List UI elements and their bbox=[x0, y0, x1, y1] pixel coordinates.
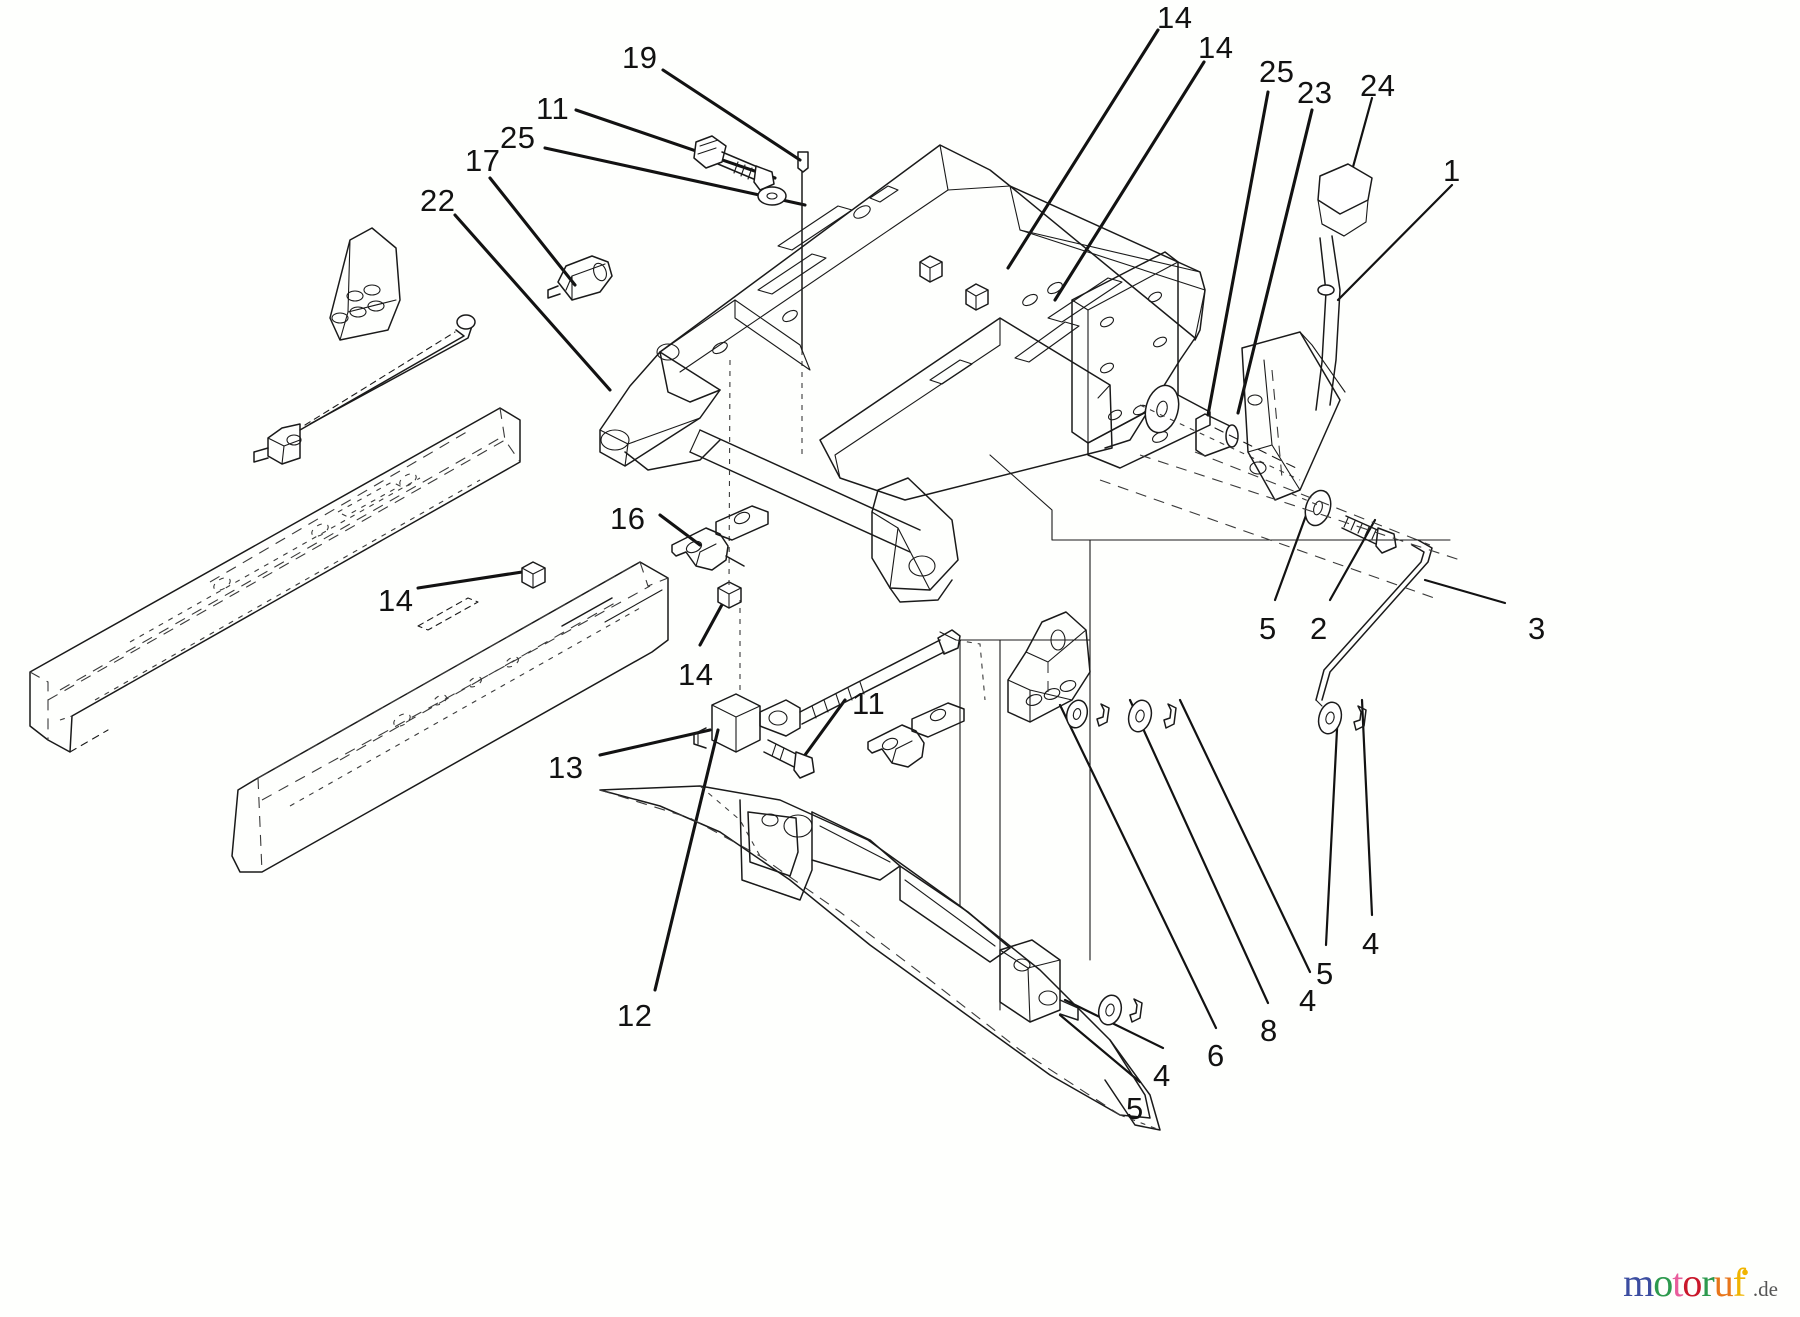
watermark-tld: .de bbox=[1752, 1277, 1778, 1301]
watermark-letter-o2: o bbox=[1682, 1260, 1702, 1305]
callout-23: 23 bbox=[1297, 75, 1333, 110]
spring-item-17 bbox=[547, 255, 613, 301]
shift-lever-assembly bbox=[1241, 163, 1373, 501]
upper-frame-rail bbox=[659, 144, 1206, 449]
callout-19: 19 bbox=[622, 40, 658, 75]
watermark-letter-r: r bbox=[1701, 1260, 1714, 1305]
callout-17: 17 bbox=[465, 143, 501, 178]
watermark-letter-f: f bbox=[1732, 1260, 1746, 1305]
callout-13: 13 bbox=[548, 750, 584, 785]
rod-end-item-13 bbox=[693, 600, 986, 779]
callout-16: 16 bbox=[610, 501, 646, 536]
left-frame-channel-upper bbox=[29, 407, 521, 753]
washer-clip-group-right bbox=[1065, 699, 1367, 1026]
cable-clamp-item-16 bbox=[671, 505, 769, 571]
callout-14: 14 bbox=[1157, 0, 1193, 35]
callout-8: 8 bbox=[1260, 1013, 1278, 1048]
reference-outlines bbox=[659, 299, 1461, 1011]
callout-5: 5 bbox=[1259, 611, 1277, 646]
callout-25: 25 bbox=[500, 120, 536, 155]
callout-4: 4 bbox=[1299, 983, 1317, 1018]
center-pivot-weldment bbox=[599, 343, 959, 603]
callout-1: 1 bbox=[1443, 153, 1461, 188]
callout-3: 3 bbox=[1528, 611, 1546, 646]
watermark-dot-icon: ● bbox=[1741, 1264, 1749, 1279]
callout-12: 12 bbox=[617, 998, 653, 1033]
bolt-and-washer-top bbox=[693, 135, 809, 460]
callout-14: 14 bbox=[678, 657, 714, 692]
hex-nuts-item-14 bbox=[521, 255, 989, 609]
motoruf-watermark: motoruf●.de bbox=[1623, 1263, 1778, 1303]
rail-lower-flange bbox=[819, 317, 1113, 501]
left-frame-channel-lower bbox=[231, 561, 669, 873]
callout-11: 11 bbox=[852, 686, 886, 721]
callout-14: 14 bbox=[378, 583, 414, 618]
watermark-letter-u: u bbox=[1713, 1260, 1734, 1305]
pivot-bracket-item-6 bbox=[1007, 611, 1091, 723]
callout-25: 25 bbox=[1259, 54, 1295, 89]
cable-clamp-lower bbox=[867, 702, 965, 768]
left-link-and-bracket bbox=[253, 227, 476, 465]
callout-5: 5 bbox=[1126, 1091, 1144, 1126]
watermark-letter-t: t bbox=[1672, 1260, 1683, 1305]
callout-14: 14 bbox=[1198, 30, 1234, 65]
callout-22: 22 bbox=[420, 183, 456, 218]
watermark-letter-m: m bbox=[1623, 1260, 1654, 1305]
callout-11: 11 bbox=[536, 91, 570, 126]
callout-4: 4 bbox=[1362, 926, 1380, 961]
callout-5: 5 bbox=[1316, 956, 1334, 991]
callout-2: 2 bbox=[1310, 611, 1328, 646]
watermark-letter-o1: o bbox=[1653, 1260, 1673, 1305]
callout-4: 4 bbox=[1153, 1058, 1171, 1093]
callout-6: 6 bbox=[1207, 1038, 1225, 1073]
rod-item-3 bbox=[1194, 451, 1433, 707]
washer-and-bolt-lever bbox=[1291, 489, 1397, 554]
washer-and-spacer-right bbox=[1139, 384, 1301, 481]
leader-lines bbox=[416, 28, 1507, 1084]
deck-item-12 bbox=[599, 785, 1161, 1131]
callout-24: 24 bbox=[1360, 68, 1396, 103]
